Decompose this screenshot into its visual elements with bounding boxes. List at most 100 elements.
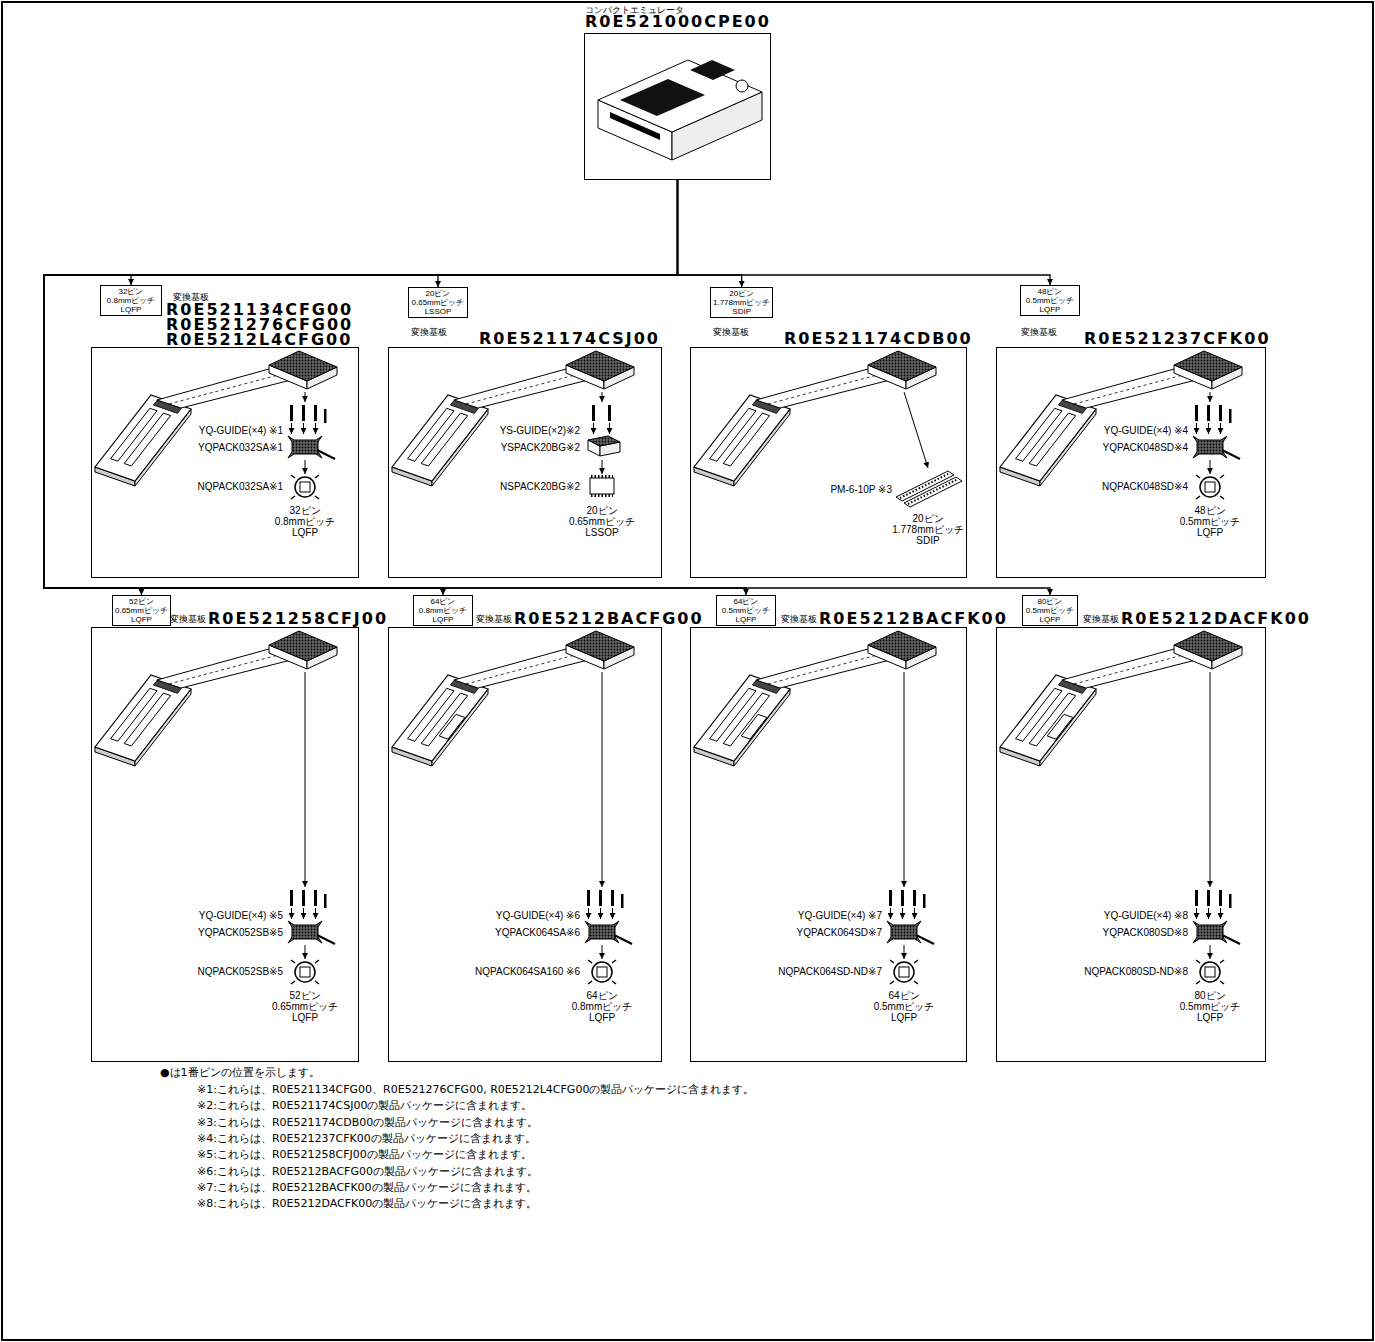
package-spec: 20ピン 1.778mmピッチ SDIP [713, 289, 770, 316]
caption-text: 変換基板 [476, 614, 512, 624]
package-spec: 80ピン 0.5mmピッチ LQFP [1026, 597, 1074, 624]
part-number: R0E521174CSJ00 [479, 331, 660, 346]
qfp-parts [585, 890, 632, 984]
footnote: ※7:これらは、R0E5212BACFK00の製品パッケージに含まれます。 [197, 1181, 537, 1195]
part-label: YQPACK052SB※5 [198, 927, 283, 939]
part-label: YQPACK064SA※6 [495, 927, 580, 939]
package-spec: 64ピン 0.8mmピッチ LQFP [419, 597, 467, 624]
qfp-parts [288, 890, 335, 984]
qfp-parts [288, 405, 335, 499]
package-spec-box: 80ピン 0.5mmピッチ LQFP [1022, 595, 1078, 626]
package-label: 64ピン 0.8mmピッチ LQFP [572, 990, 633, 1023]
qfp-parts [1193, 405, 1240, 499]
board-chip [741, 714, 767, 739]
package-spec-box: 32ピン 0.8mmピッチ LQFP [100, 285, 162, 316]
adapter-board [694, 351, 936, 486]
panel-drawing [694, 351, 962, 507]
footnote: ※1:これらは、R0E521134CFG00、R0E521276CFG00, R… [197, 1083, 754, 1097]
package-label: 32ピン 0.8mmピッチ LQFP [275, 505, 336, 538]
qfp-parts [1193, 890, 1240, 984]
footnote: ※8:これらは、R0E5212DACFK00の製品パッケージに含まれます。 [197, 1197, 537, 1211]
caption-text: 変換基板 [411, 327, 447, 337]
part-number: R0E521000CPE00 [585, 14, 771, 29]
part-label: YSPACK20BG※2 [501, 442, 580, 454]
caption-text: 変換基板 [713, 327, 749, 337]
package-spec-box: 52ピン 0.65mmピッチ LQFP [112, 595, 171, 626]
adapter-board [392, 631, 634, 766]
part-label: NQPACK052SB※5 [198, 966, 283, 978]
emulator-drawing [598, 60, 762, 160]
part-number: R0E5212DACFK00 [1121, 611, 1311, 626]
part-label: YQPACK048SD※4 [1103, 442, 1188, 454]
board-chip [1047, 714, 1073, 739]
adapter-board [1000, 631, 1242, 766]
caption-text: 変換基板 [173, 292, 209, 302]
part-number: R0E521276CFG00 [166, 317, 353, 332]
footnote: ※6:これらは、R0E5212BACFG00の製品パッケージに含まれます。 [197, 1165, 538, 1179]
part-label: YS-GUIDE(×2)※2 [500, 425, 580, 437]
part-label: YQ-GUIDE(×4) ※6 [496, 910, 580, 922]
assembly-arrow [1210, 392, 1211, 402]
part-label: YQPACK080SD※8 [1103, 927, 1188, 939]
adapter-board [95, 351, 337, 486]
package-label: 20ピン 1.778mmピッチ SDIP [892, 513, 964, 546]
package-spec: 52ピン 0.65mmピッチ LQFP [115, 597, 168, 624]
package-spec: 32ピン 0.8mmピッチ LQFP [107, 287, 155, 314]
adapter-board-panel: 変換基板R0E521237CFK00 [996, 347, 1266, 578]
package-label: 20ピン 0.65mmピッチ LSSOP [569, 505, 635, 538]
part-number: R0E5212BACFK00 [819, 611, 1008, 626]
part-label: PM-6-10P ※3 [830, 484, 892, 496]
assembly-arrow [602, 672, 603, 887]
caption-text: 変換基板 [170, 614, 206, 624]
package-spec: 20ピン 0.65mmピッチ LSSOP [412, 289, 465, 316]
part-label: YQ-GUIDE(×4) ※8 [1104, 910, 1188, 922]
package-spec: 48ピン 0.5mmピッチ LQFP [1026, 287, 1074, 314]
connector-line [44, 180, 1050, 595]
sdip-socket [896, 471, 962, 507]
part-label: NQPACK080SD-ND※8 [1084, 966, 1188, 978]
part-label: NQPACK048SD※4 [1102, 481, 1188, 493]
footnote: ※2:これらは、R0E521174CSJ00の製品パッケージに含まれます。 [197, 1099, 532, 1113]
package-label: 64ピン 0.5mmピッチ LQFP [874, 990, 935, 1023]
part-label: YQ-GUIDE(×4) ※5 [199, 910, 283, 922]
connector-line [44, 180, 678, 595]
part-number: R0E5212BACFG00 [514, 611, 704, 626]
footnote: ※5:これらは、R0E521258CFJ00の製品パッケージに含まれます。 [197, 1148, 532, 1162]
panel-drawing [1000, 631, 1242, 984]
part-number: R0E521237CFK00 [1084, 331, 1271, 346]
emulator-slot [610, 112, 660, 140]
emulator-board [620, 79, 705, 116]
assembly-arrow [602, 392, 603, 402]
adapter-board [694, 631, 936, 766]
caption-text: 変換基板 [1083, 614, 1119, 624]
footnote: ※4:これらは、R0E521237CFK00の製品パッケージに含まれます。 [197, 1132, 536, 1146]
connector-line [678, 180, 1051, 285]
part-label: NQPACK032SA※1 [198, 481, 283, 493]
package-spec-box: 64ピン 0.5mmピッチ LQFP [716, 595, 776, 626]
part-label: NQPACK064SA160 ※6 [475, 966, 580, 978]
panel-drawing [1000, 351, 1242, 499]
part-label: NQPACK064SD-ND※7 [778, 966, 882, 978]
package-label: 80ピン 0.5mmピッチ LQFP [1180, 990, 1241, 1023]
adapter-board-panel: 変換基板R0E521174CSJ00 [388, 347, 662, 578]
package-spec-box: 48ピン 0.5mmピッチ LQFP [1020, 285, 1080, 316]
assembly-arrow [1210, 672, 1211, 887]
adapter-board [392, 351, 634, 486]
panel-drawing [392, 351, 634, 496]
connector-line [44, 180, 678, 595]
part-label: YQ-GUIDE(×4) ※7 [798, 910, 882, 922]
panel-drawing [392, 631, 634, 984]
part-label: NSPACK20BG※2 [500, 481, 580, 493]
emulator-knob [736, 80, 748, 92]
adapter-board-panel: 変換基板R0E521134CFG00R0E521276CFG00R0E5212L… [91, 347, 359, 578]
part-label: YQPACK064SD※7 [797, 927, 882, 939]
panel-drawing [694, 631, 936, 984]
assembly-arrow [904, 392, 928, 468]
adapter-board [1000, 351, 1242, 486]
adapter-board-panel: 変換基板R0E5212BACFK00 [690, 627, 967, 1062]
package-spec-box: 20ピン 0.65mmピッチ LSSOP [408, 287, 468, 318]
panel-drawing [95, 631, 337, 984]
panel-drawing [95, 351, 337, 499]
